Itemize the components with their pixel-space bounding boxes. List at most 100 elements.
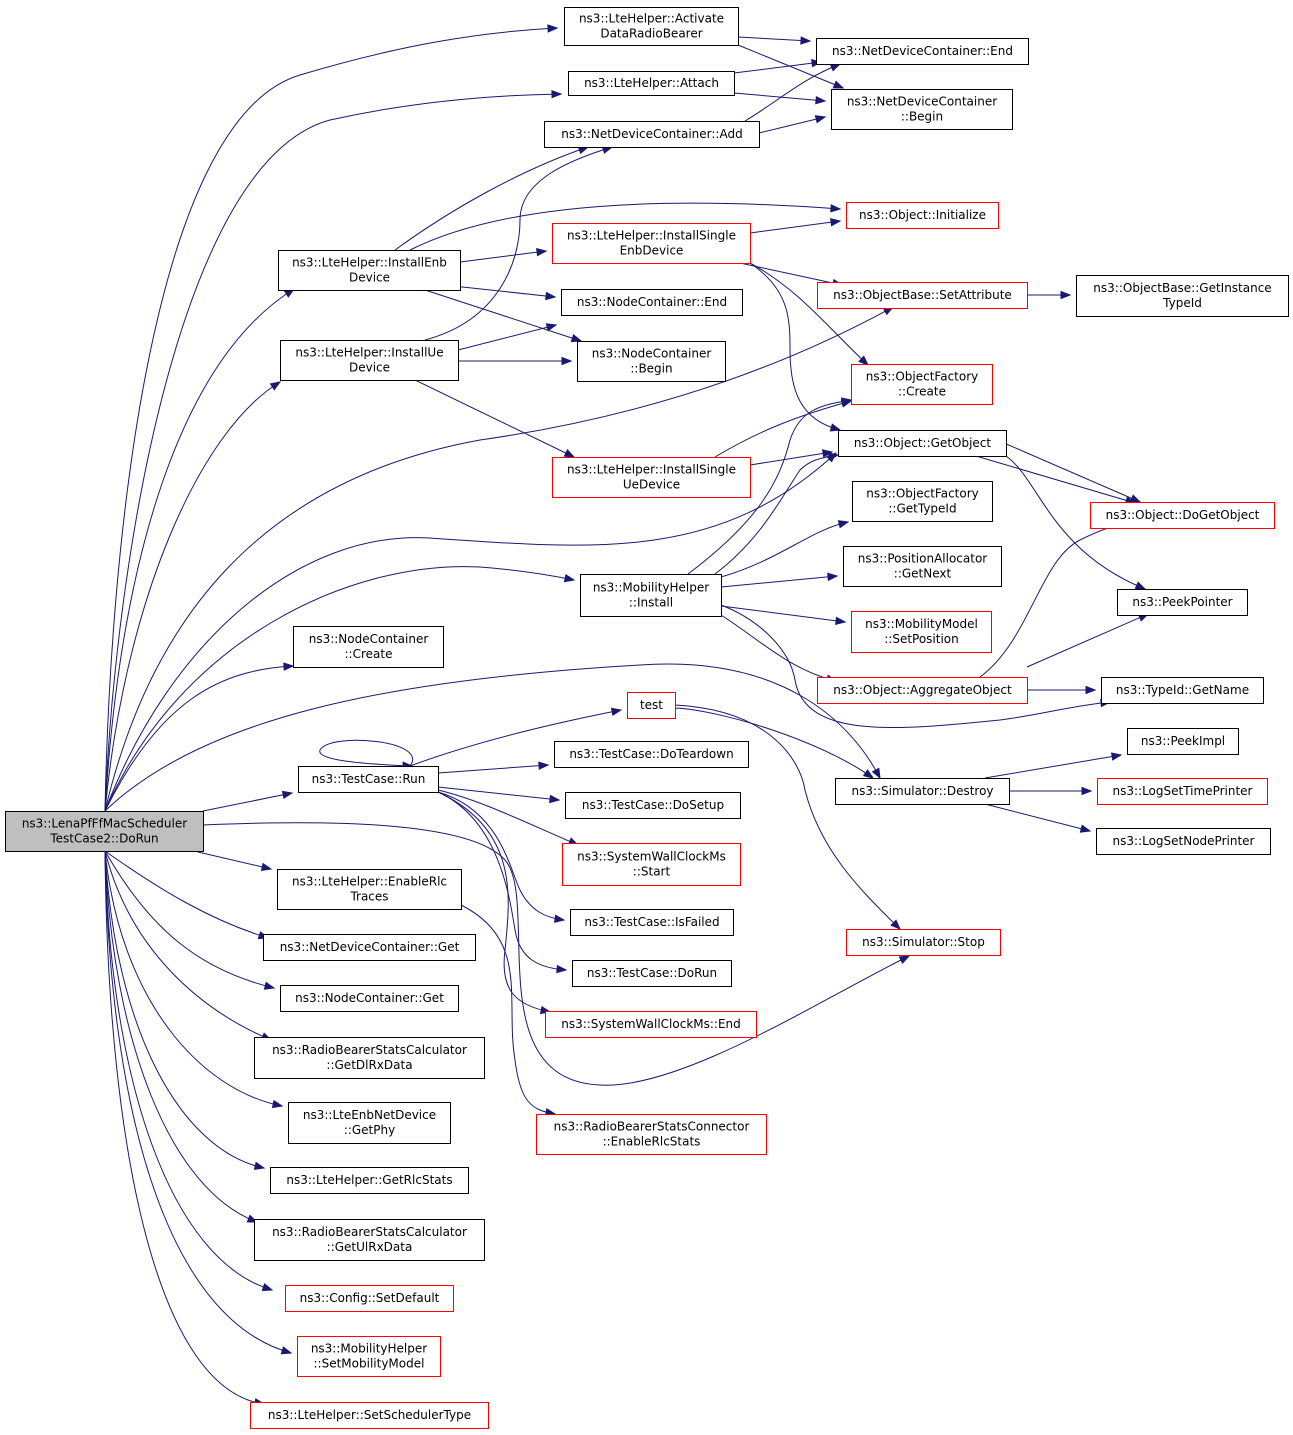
node-wallend[interactable]: ns3::SystemWallClockMs::End — [545, 1011, 757, 1038]
node-box — [1101, 677, 1264, 704]
edge-arrowhead — [827, 572, 839, 582]
node-ofcreate[interactable]: ns3::ObjectFactory::Create — [851, 364, 993, 405]
node-dosetup[interactable]: ns3::TestCase::DoSetup — [565, 792, 741, 819]
node-setpos[interactable]: ns3::MobilityModel::SetPosition — [851, 611, 992, 653]
node-ncget[interactable]: ns3::NodeContainer::Get — [280, 985, 459, 1012]
node-label: ::SetMobilityModel — [314, 1357, 425, 1371]
node-box — [263, 934, 476, 961]
node-rlcconn[interactable]: ns3::RadioBearerStatsConnector::EnableRl… — [536, 1114, 767, 1155]
node-typename[interactable]: ns3::TypeId::GetName — [1101, 677, 1264, 704]
edge-line — [749, 262, 841, 431]
edge-line — [758, 116, 826, 134]
node-peekpointer[interactable]: ns3::PeekPointer — [1117, 589, 1248, 616]
edge-arrowhead — [1079, 824, 1092, 833]
node-objinit[interactable]: ns3::Object::Initialize — [846, 202, 999, 229]
node-box — [1117, 589, 1248, 616]
node-wallstart[interactable]: ns3::SystemWallClockMs::Start — [562, 843, 741, 886]
edge-tcrun-to-test — [409, 707, 623, 767]
node-label: ns3::LogSetTimePrinter — [1112, 784, 1252, 798]
edge-singleenb-to-ofcreate — [749, 262, 870, 366]
node-label: ns3::MobilityHelper — [311, 1342, 427, 1356]
edge-line — [409, 202, 841, 251]
node-box — [278, 250, 461, 291]
edge-line — [104, 850, 258, 1223]
node-ndcget[interactable]: ns3::NetDeviceContainer::Get — [263, 934, 476, 961]
edge-arrowhead — [1081, 786, 1093, 796]
node-setmob[interactable]: ns3::MobilityHelper::SetMobilityModel — [297, 1336, 441, 1377]
node-peekimpl[interactable]: ns3::PeekImpl — [1127, 728, 1239, 755]
node-tcdorun[interactable]: ns3::TestCase::DoRun — [572, 960, 732, 987]
edge-test-to-simstop — [674, 704, 901, 930]
node-label: ns3::ObjectBase::SetAttribute — [833, 288, 1012, 302]
node-box — [1090, 502, 1275, 529]
edge-line — [720, 614, 837, 682]
node-box — [554, 741, 749, 768]
node-root[interactable]: ns3::LenaPfFfMacSchedulerTestCase2::DoRu… — [5, 811, 204, 852]
node-ncbegin[interactable]: ns3::NodeContainer::Begin — [577, 341, 726, 382]
node-ndcadd[interactable]: ns3::NetDeviceContainer::Add — [544, 121, 760, 148]
node-label: ns3::ObjectFactory — [866, 487, 979, 501]
node-box — [831, 89, 1013, 130]
edge-arrowhead — [1085, 685, 1097, 695]
node-label: ::Create — [345, 647, 393, 661]
node-mobinstall[interactable]: ns3::MobilityHelper::Install — [580, 574, 722, 617]
edge-root-to-installenb — [104, 288, 296, 812]
edge-root-to-ndcget — [104, 850, 270, 940]
node-label: ns3::Object::GetObject — [854, 436, 992, 450]
node-cfgdefault[interactable]: ns3::Config::SetDefault — [285, 1285, 454, 1312]
node-label: ns3::NodeContainer::Get — [295, 991, 444, 1005]
node-dogetobject[interactable]: ns3::Object::DoGetObject — [1090, 502, 1275, 529]
node-getrlc[interactable]: ns3::LteHelper::GetRlcStats — [270, 1167, 469, 1194]
node-ncend[interactable]: ns3::NodeContainer::End — [561, 289, 743, 316]
node-getphy[interactable]: ns3::LteEnbNetDevice::GetPhy — [288, 1102, 451, 1144]
edge-root-to-enablerlc — [197, 851, 273, 871]
edge-line — [733, 61, 822, 74]
edge-mobinstall-to-ofgettypeid — [720, 520, 850, 578]
node-setattr[interactable]: ns3::ObjectBase::SetAttribute — [817, 282, 1028, 309]
edge-singleue-to-getobject — [749, 449, 834, 466]
node-lognode[interactable]: ns3::LogSetNodePrinter — [1096, 828, 1271, 855]
node-box — [817, 677, 1028, 704]
edge-line — [104, 850, 283, 1107]
node-logtime[interactable]: ns3::LogSetTimePrinter — [1097, 778, 1268, 805]
node-teardown[interactable]: ns3::TestCase::DoTeardown — [554, 741, 749, 768]
node-ulrx[interactable]: ns3::RadioBearerStatsCalculator::GetUlRx… — [254, 1219, 485, 1261]
node-box — [1076, 275, 1289, 317]
edge-line — [1003, 442, 1141, 503]
node-test[interactable]: test — [627, 692, 676, 719]
node-ndcend[interactable]: ns3::NetDeviceContainer::End — [816, 38, 1029, 65]
edge-line — [202, 822, 910, 1086]
node-label: ::GetTypeId — [888, 502, 956, 516]
node-box — [816, 38, 1029, 65]
node-simstop[interactable]: ns3::Simulator::Stop — [846, 929, 1001, 956]
node-aggregate[interactable]: ns3::Object::AggregateObject — [817, 677, 1028, 704]
node-label: ns3::RadioBearerStatsCalculator — [272, 1043, 467, 1057]
node-getobject[interactable]: ns3::Object::GetObject — [838, 430, 1007, 457]
edge-root-to-simstop — [202, 822, 911, 1086]
node-ndcbegin[interactable]: ns3::NetDeviceContainer::Begin — [831, 89, 1013, 130]
edge-line — [437, 786, 560, 801]
node-setsched[interactable]: ns3::LteHelper::SetSchedulerType — [250, 1402, 489, 1429]
node-simdestroy[interactable]: ns3::Simulator::Destroy — [835, 778, 1010, 805]
node-posnext[interactable]: ns3::PositionAllocator::GetNext — [843, 546, 1002, 587]
node-ofgettypeid[interactable]: ns3::ObjectFactory::GetTypeId — [852, 481, 993, 522]
node-label: TestCase2::DoRun — [49, 832, 158, 846]
edge-root-to-installue — [104, 381, 282, 812]
edge-line — [733, 92, 826, 102]
node-label: ns3::PeekImpl — [1141, 734, 1225, 748]
node-label: ns3::LteHelper::InstallSingle — [567, 463, 736, 477]
node-ncreate[interactable]: ns3::NodeContainer::Create — [293, 626, 444, 668]
node-box — [580, 574, 722, 617]
node-isfailed[interactable]: ns3::TestCase::IsFailed — [570, 909, 734, 936]
edge-root-to-tcrun — [202, 790, 294, 812]
node-tcrun[interactable]: ns3::TestCase::Run — [298, 766, 439, 793]
node-dlrx[interactable]: ns3::RadioBearerStatsCalculator::GetDlRx… — [254, 1037, 485, 1079]
node-attach[interactable]: ns3::LteHelper::Attach — [568, 71, 735, 96]
